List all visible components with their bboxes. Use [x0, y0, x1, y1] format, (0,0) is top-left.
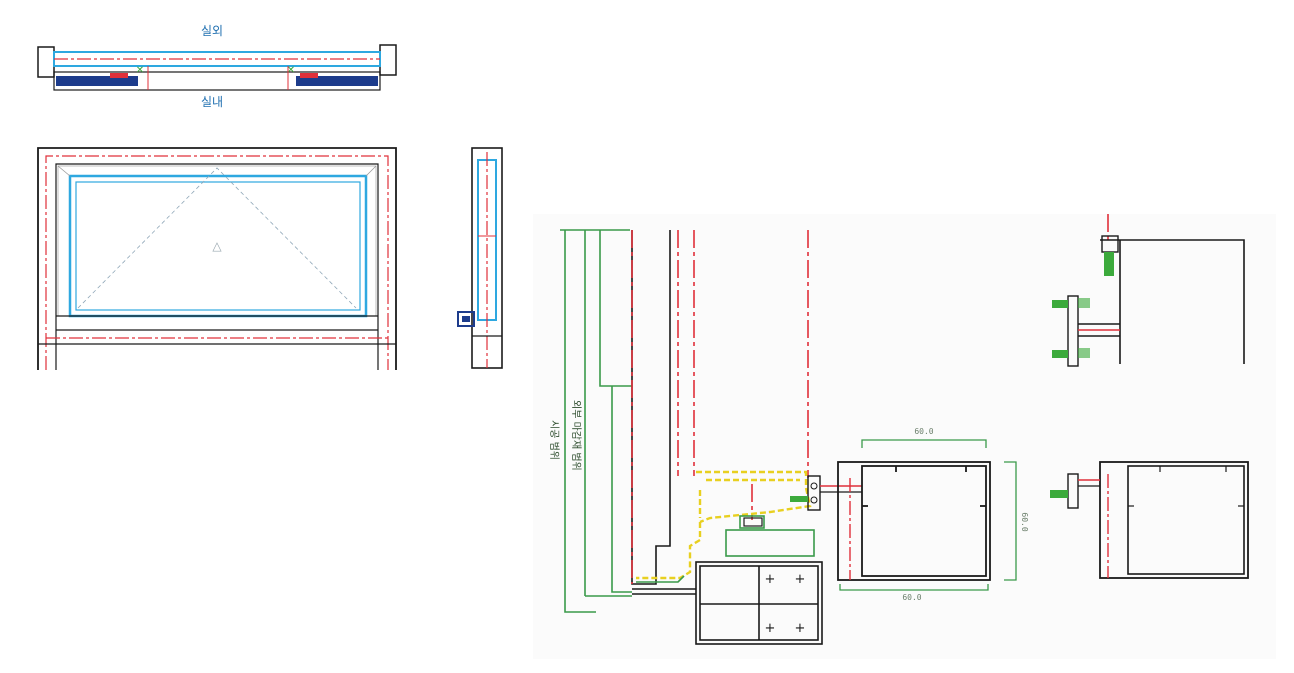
- opening-direction-lines: [77, 167, 357, 309]
- svg-text:+: +: [765, 572, 776, 587]
- svg-text:+: +: [795, 572, 806, 587]
- connector: [743, 517, 763, 527]
- window-elevation-view: △: [37, 147, 397, 370]
- arrow-mark: △: [212, 239, 222, 253]
- square-tube-center: [837, 461, 991, 581]
- wall-block-right: [379, 44, 397, 76]
- plus-marks: + + + +: [765, 572, 806, 636]
- handle-right: [300, 73, 318, 78]
- svg-text:+: +: [795, 621, 806, 636]
- corner-line: [57, 165, 71, 177]
- anchor-bolt: [790, 475, 862, 511]
- dimension-chain: [560, 229, 632, 613]
- corner-line: [365, 165, 377, 177]
- inner-frame: [55, 163, 379, 370]
- svg-text:+: +: [765, 621, 776, 636]
- detail-view: 시공 범위 외부 마감재 범위: [533, 214, 1276, 659]
- dim-top: 60.0: [914, 427, 933, 436]
- inside-label: 실내: [201, 95, 223, 109]
- green-profile: [636, 515, 815, 583]
- outside-label: 실외: [201, 24, 223, 38]
- dim-bottom: 60.0: [902, 593, 921, 602]
- outer-frame: [37, 147, 397, 370]
- side-section-view: [457, 147, 503, 369]
- sash-outline: [53, 71, 381, 91]
- vertical-label-1: 시공 범위: [548, 420, 561, 460]
- frame-centerline: [45, 155, 389, 370]
- glass-sash-inner: [75, 181, 361, 311]
- vertical-label-2: 외부 마감재 범위: [570, 400, 583, 471]
- wall-block-left: [37, 46, 55, 78]
- tube-dimensions: [839, 439, 1017, 591]
- plan-section-view: 실외 ✕ ✕ 실내: [37, 24, 397, 109]
- side-hardware-fill: [462, 316, 470, 322]
- side-hardware: [457, 311, 475, 327]
- detail-background: [533, 214, 1276, 659]
- hinge-mark-left: ✕: [136, 65, 144, 76]
- seal-strip-left: [56, 76, 138, 86]
- seal-strip-right: [296, 76, 378, 86]
- handle-left: [110, 73, 128, 78]
- base-block: [695, 561, 823, 645]
- hinge-mark-right: ✕: [287, 65, 295, 76]
- bottom-right-detail: [1050, 461, 1249, 579]
- gasket-profile: [636, 470, 812, 580]
- top-right-detail: [1052, 235, 1245, 367]
- dim-right: 60.0: [1020, 512, 1029, 531]
